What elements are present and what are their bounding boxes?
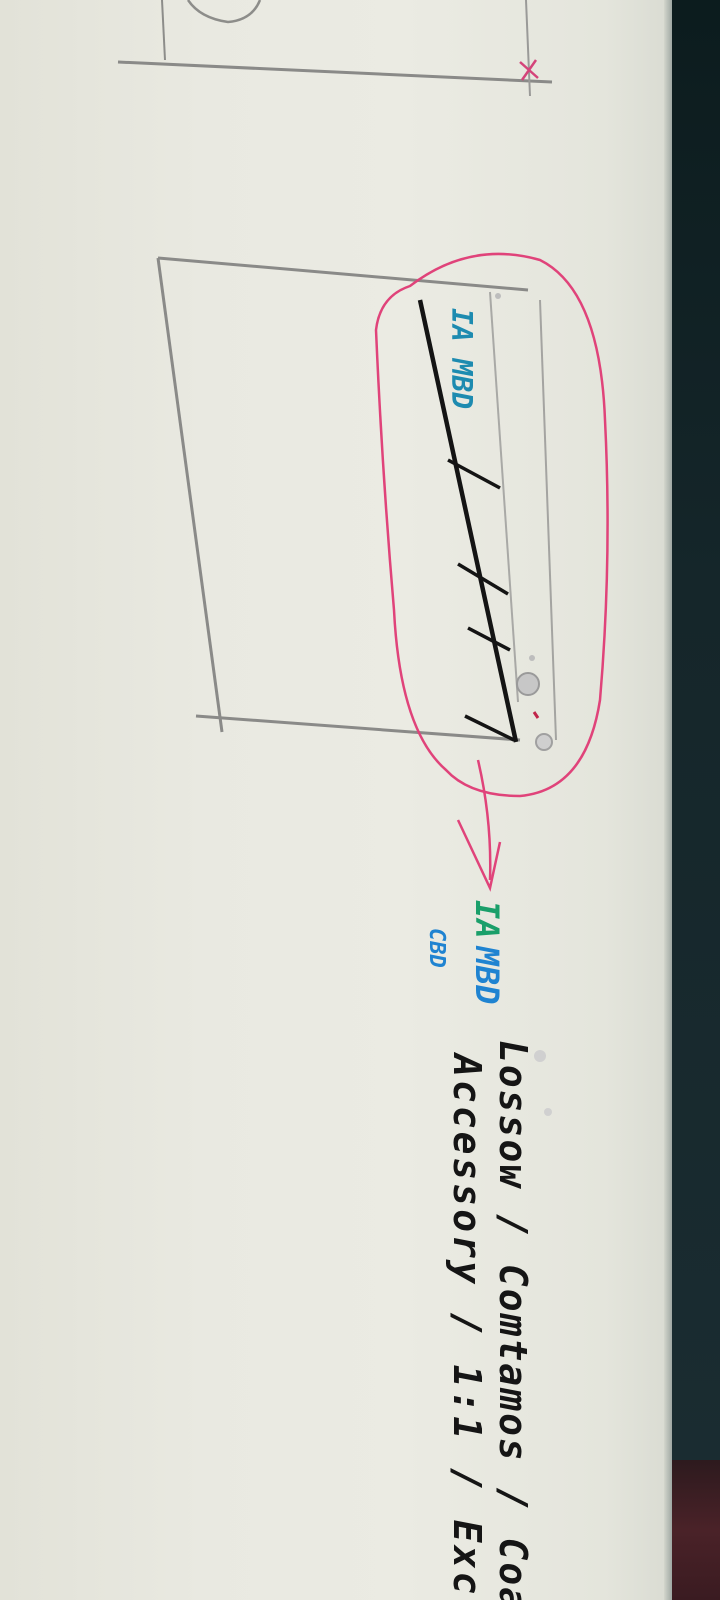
glitter-dot (529, 655, 535, 661)
ann-blue: MBD (468, 946, 506, 1005)
glitter-dot (516, 672, 540, 696)
frame-left (156, 257, 224, 733)
pencil-line (525, 0, 531, 97)
strip-edge (489, 291, 519, 703)
red-dot-mark (532, 711, 540, 719)
strip-edge (539, 299, 557, 741)
ruler-tick (457, 562, 509, 596)
annotation-sub: CBD (424, 928, 449, 968)
ann-green: IA (468, 900, 506, 939)
pencil-line (117, 60, 553, 84)
ruler-tick (464, 714, 515, 742)
pencil-curve (186, 0, 262, 24)
pink-arrowhead (456, 819, 502, 892)
desk-surface (672, 0, 720, 1460)
paper-edge (664, 0, 672, 1600)
frame-top (157, 256, 529, 292)
pink-highlight-circle (374, 252, 609, 798)
glitter-dot (544, 1108, 552, 1116)
black-ruler-line (417, 299, 519, 743)
pink-x-mark (519, 59, 539, 81)
pencil-line (161, 0, 166, 61)
annotation-line-1: Lossow / Comtamos / Coal (491, 1040, 535, 1600)
ruler-tick (447, 458, 501, 490)
glitter-dot (495, 293, 501, 299)
paper-sheet (0, 0, 672, 1600)
frame-bottom (195, 714, 521, 742)
ruler-tick (467, 626, 511, 652)
annotation-heading: IA MBD (468, 900, 506, 1004)
strip-label: IA MBD (445, 308, 478, 409)
desk-red-object (672, 1460, 720, 1600)
glitter-dot (535, 733, 553, 751)
pink-arrow-shaft (476, 759, 492, 881)
glitter-dot (534, 1050, 546, 1062)
annotation-line-2: Accessory / 1:1 / Excc (445, 1051, 489, 1600)
